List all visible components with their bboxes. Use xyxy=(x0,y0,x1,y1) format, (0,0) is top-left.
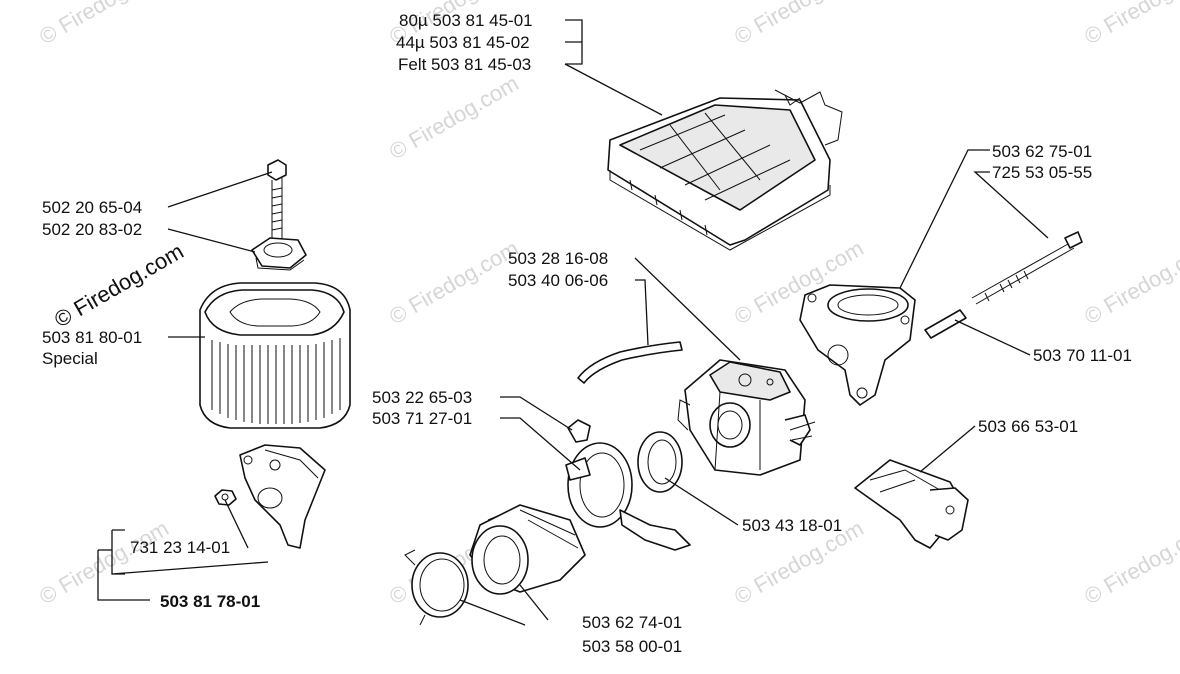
long-screw xyxy=(971,231,1083,305)
intake-boot xyxy=(469,504,586,595)
leader-lines xyxy=(97,19,1049,626)
label-clamp: 503 22 65-03 xyxy=(372,388,472,407)
air-filter-cover xyxy=(607,89,843,251)
crop-mask xyxy=(560,632,720,640)
label-hose: 503 28 16-08 xyxy=(508,249,608,268)
label-nut: 731 23 14-01 xyxy=(130,538,230,557)
label-stud: 503 70 11-01 xyxy=(1033,346,1132,365)
label-pre-filter-note: Special xyxy=(42,349,98,368)
watermark: © Firedog.com xyxy=(1080,515,1180,609)
label-filter-holder-kit: 503 81 78-01 xyxy=(160,592,260,611)
carburetor xyxy=(677,359,816,476)
label-throttle-part: 503 66 53-01 xyxy=(978,417,1078,436)
pre-filter xyxy=(199,282,351,429)
fuel-hose xyxy=(577,341,683,384)
label-hose-alt: 503 40 06-06 xyxy=(508,271,608,290)
watermark: © Firedog.com xyxy=(1080,0,1180,49)
bolt-and-holder xyxy=(251,159,307,271)
label-air-filter-44: 44µ 503 81 45-02 xyxy=(396,33,530,52)
label-air-filter-80: 80µ 503 81 45-01 xyxy=(399,11,533,30)
stud xyxy=(924,309,967,339)
label-bracket: 503 71 27-01 xyxy=(372,409,472,428)
label-intake-boot: 503 62 74-01 xyxy=(582,613,682,632)
part-labels: 80µ 503 81 45-01 44µ 503 81 45-02 Felt 5… xyxy=(42,11,1132,656)
watermark: © Firedog.com xyxy=(385,235,523,329)
watermark: © Firedog.com xyxy=(35,515,173,609)
gasket-ring xyxy=(637,431,683,493)
label-nut-holder: 502 20 83-02 xyxy=(42,220,142,239)
carburetor-holder xyxy=(799,284,916,406)
filter-holder xyxy=(214,444,326,549)
watermark: © Firedog.com xyxy=(1080,235,1180,329)
watermark: © Firedog.com xyxy=(35,0,173,49)
intake-clamp xyxy=(404,549,469,626)
watermark: © Firedog.com xyxy=(385,70,523,164)
label-carb-gasket: 503 43 18-01 xyxy=(742,516,842,535)
label-long-screw: 725 53 05-55 xyxy=(992,163,1092,182)
watermark-main: © Firedog.com xyxy=(50,238,188,332)
throttle-part xyxy=(854,459,969,549)
label-air-filter-felt: Felt 503 81 45-03 xyxy=(398,55,531,74)
label-bolt: 502 20 65-04 xyxy=(42,198,142,217)
small-clamp xyxy=(567,419,591,443)
label-pre-filter: 503 81 80-01 xyxy=(42,328,142,347)
label-carb-holder: 503 62 75-01 xyxy=(992,142,1092,161)
label-intake-clamp: 503 58 00-01 xyxy=(582,637,682,656)
watermark: © Firedog.com xyxy=(730,0,868,49)
